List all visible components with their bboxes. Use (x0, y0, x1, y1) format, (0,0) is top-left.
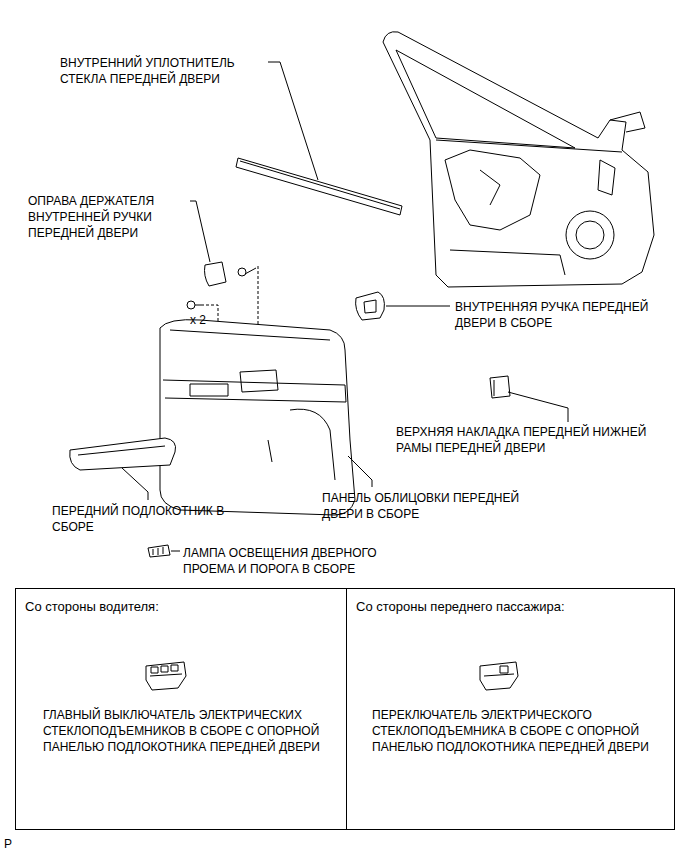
screw (195, 305, 204, 306)
master-switch (150, 674, 182, 676)
variant-panel: Со стороны переднего пассажира: ПЕРЕКЛЮЧА… (346, 588, 675, 830)
leader-line (348, 456, 372, 487)
screw (187, 301, 204, 309)
part-name: ОПРАВА ДЕРЖАТЕЛЯ ВНУТРЕННЕЙ РУЧКИ ПЕРЕДН… (28, 193, 188, 241)
door-trim-panel (160, 320, 355, 515)
window-switch (484, 674, 514, 676)
part-name: ПЕРЕКЛЮЧАТЕЛЬ ЭЛЕКТРИЧЕСКОГО СТЕКЛОПОДЪЕ… (372, 707, 652, 755)
door-frame (576, 221, 604, 249)
leader-line (508, 392, 568, 422)
glass-seal (236, 158, 402, 215)
part-name: ПАНЕЛЬ ОБЛИЦОВКИ ПЕРЕДНЕЙ ДВЕРИ В СБОРЕ (322, 490, 542, 522)
quantity-note: x 2 (190, 312, 230, 328)
door-trim-panel (240, 370, 278, 392)
screw (238, 268, 246, 276)
leader-line (386, 306, 450, 307)
inside-handle (364, 300, 376, 313)
screw (238, 268, 256, 276)
armrest (70, 438, 176, 470)
door-frame (598, 160, 615, 195)
inside-handle (356, 292, 385, 320)
master-switch (151, 665, 178, 673)
master-switch (146, 662, 186, 690)
leader-line (171, 551, 180, 552)
frame-cover (494, 380, 495, 396)
part-name: ГЛАВНЫЙ ВЫКЛЮЧАТЕЛЬ ЭЛЕКТРИЧЕСКИХ СТЕКЛО… (43, 707, 343, 755)
leader-line (190, 201, 210, 262)
door-frame (383, 32, 654, 287)
door-frame (436, 140, 622, 152)
leader-line (268, 62, 318, 180)
door-trim-panel (170, 330, 330, 340)
screw (245, 268, 256, 274)
window-switch (480, 662, 518, 690)
screw (187, 301, 195, 309)
part-name: ВНУТРЕННЯЯ РУЧКА ПЕРЕДНЕЙ ДВЕРИ В СБОРЕ (455, 299, 683, 331)
door-frame (445, 150, 540, 230)
window-switch (500, 666, 508, 673)
door-frame (383, 32, 654, 287)
door-trim-panel (290, 409, 335, 480)
door-frame (610, 112, 645, 132)
master-switch (146, 662, 186, 690)
door-trim-panel (160, 320, 355, 515)
leader-line (122, 468, 148, 500)
window-switch (480, 662, 518, 690)
part-name: ЛАМПА ОСВЕЩЕНИЯ ДВЕРНОГО ПРОЕМА И ПОРОГА… (183, 545, 415, 577)
handle-bezel (205, 262, 227, 286)
courtesy-lamp (153, 547, 163, 555)
part-name: ВНУТРЕННИЙ УПЛОТНИТЕЛЬ СТЕКЛА ПЕРЕДНЕЙ Д… (60, 55, 265, 87)
door-frame (450, 250, 565, 275)
part-name: ВЕРХНЯЯ НАКЛАДКА ПЕРЕДНЕЙ НИЖНЕЙ РАМЫ ПЕ… (396, 424, 684, 456)
frame-cover (490, 376, 510, 398)
glass-seal (240, 161, 400, 209)
courtesy-lamp (148, 545, 170, 557)
part-name: ПЕРЕДНИЙ ПОДЛОКОТНИК В СБОРЕ (52, 503, 240, 535)
door-frame (566, 211, 614, 259)
door-frame (480, 170, 500, 205)
panel-heading: Со стороны переднего пассажира: (356, 599, 565, 615)
door-trim-panel (268, 440, 272, 462)
variant-panel: Со стороны водителя: ГЛАВНЫЙ ВЫКЛЮЧАТЕЛЬ … (15, 588, 347, 830)
armrest (78, 446, 165, 455)
figure-code: P (4, 836, 24, 852)
door-trim-panel (190, 384, 228, 396)
panel-heading: Со стороны водителя: (25, 599, 159, 615)
door-frame (396, 50, 575, 148)
